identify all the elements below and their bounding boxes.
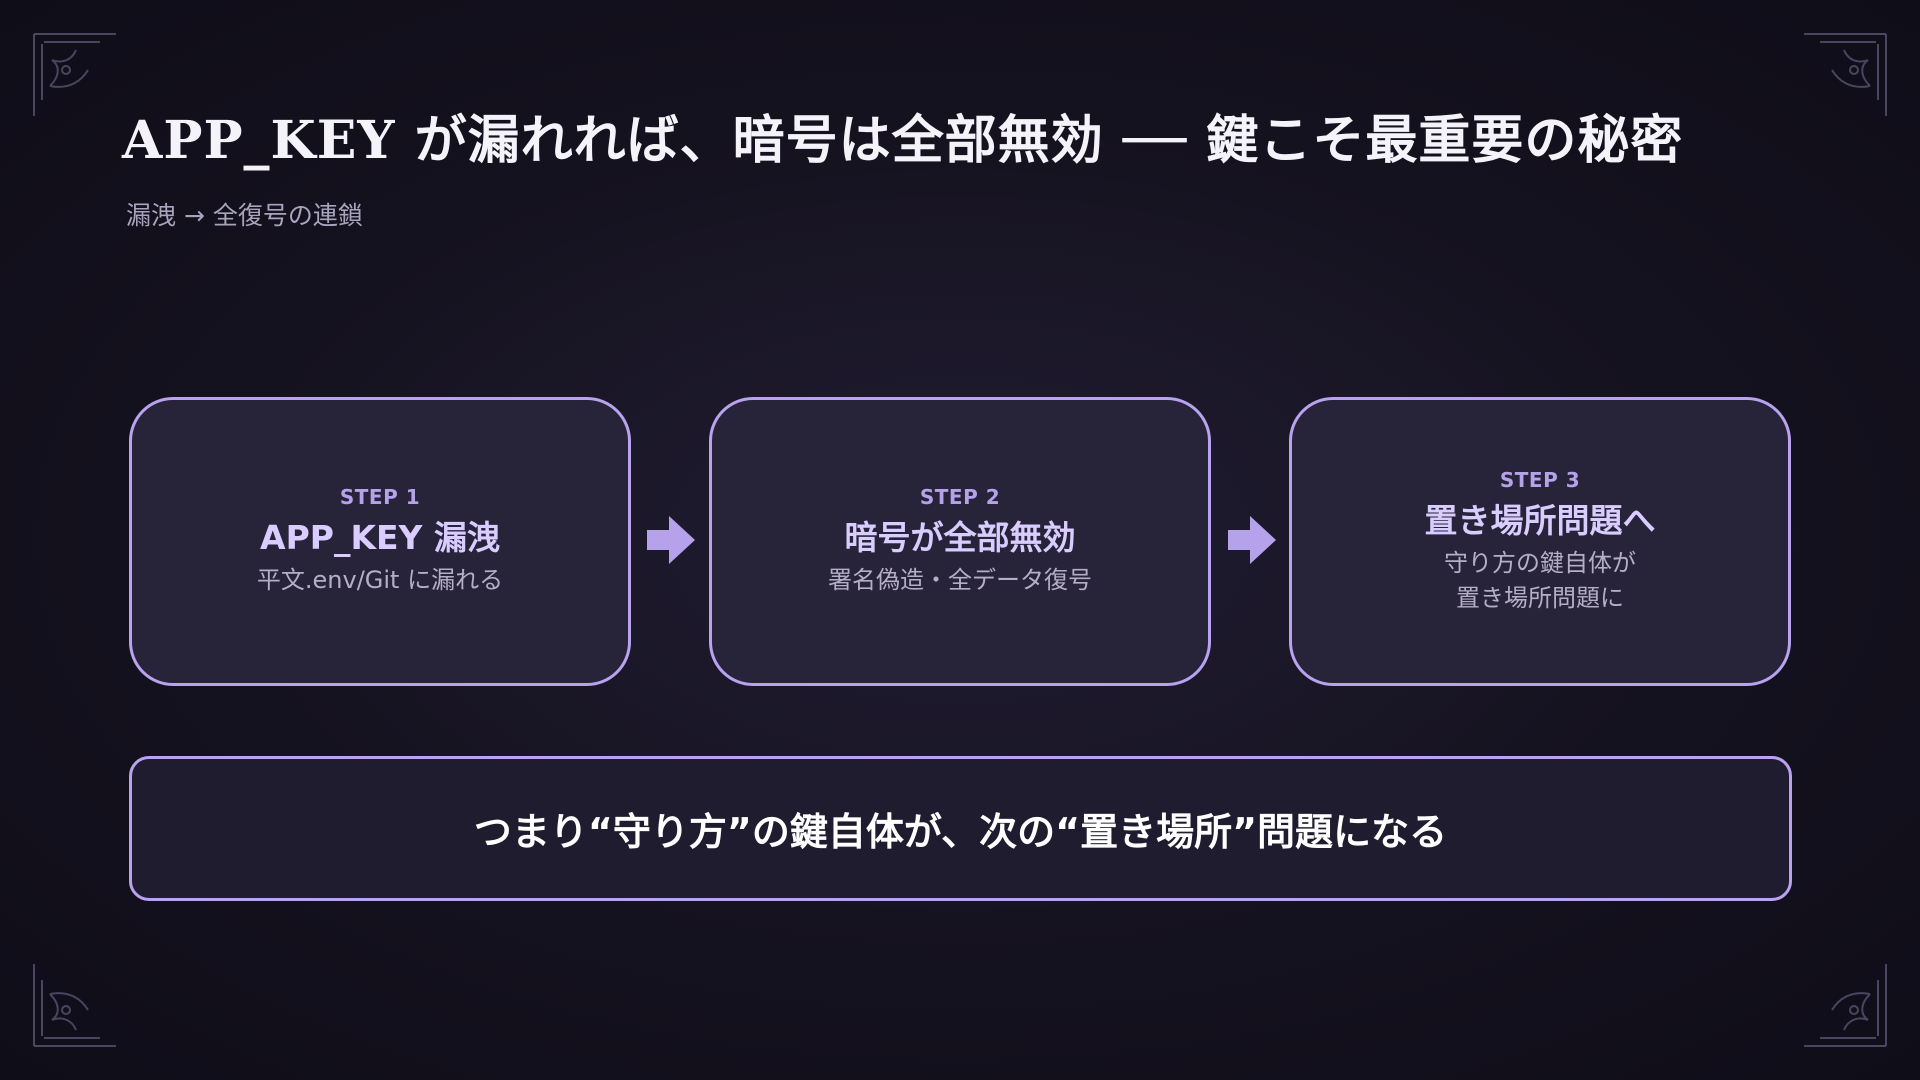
step-label: STEP 2 (919, 485, 1001, 509)
step-card-2: STEP 2 暗号が全部無効 署名偽造・全データ復号 (709, 397, 1211, 686)
conclusion-box: つまり“守り方”の鍵自体が、次の“置き場所”問題になる (129, 756, 1792, 901)
right-arrow-icon (645, 512, 697, 568)
step-card-1: STEP 1 APP_KEY 漏洩 平文.env/Git に漏れる (129, 397, 631, 686)
step-label: STEP 3 (1499, 467, 1581, 492)
step-description: 平文.env/Git に漏れる (256, 566, 504, 594)
step-description: 守り方の鍵自体が 置き場所問題に (1444, 548, 1636, 612)
slide-subtitle: 漏洩 → 全復号の連鎖 (126, 201, 363, 230)
corner-ornament-icon (30, 30, 120, 120)
step-card-3: STEP 3 置き場所問題へ 守り方の鍵自体が 置き場所問題に (1289, 397, 1791, 686)
step-label: STEP 1 (339, 485, 421, 509)
right-arrow-icon (1226, 512, 1278, 568)
corner-ornament-icon (30, 960, 120, 1050)
step-heading: APP_KEY 漏洩 (260, 518, 500, 557)
step-heading: 置き場所問題へ (1424, 500, 1656, 540)
slide-title: APP_KEY が漏れれば、暗号は全部無効 ── 鍵こそ最重要の秘密 (122, 110, 1684, 171)
step-heading: 暗号が全部無効 (844, 518, 1076, 557)
conclusion-text: つまり“守り方”の鍵自体が、次の“置き場所”問題になる (473, 810, 1448, 854)
corner-ornament-icon (1800, 960, 1890, 1050)
corner-ornament-icon (1800, 30, 1890, 120)
step-description: 署名偽造・全データ復号 (828, 566, 1092, 594)
